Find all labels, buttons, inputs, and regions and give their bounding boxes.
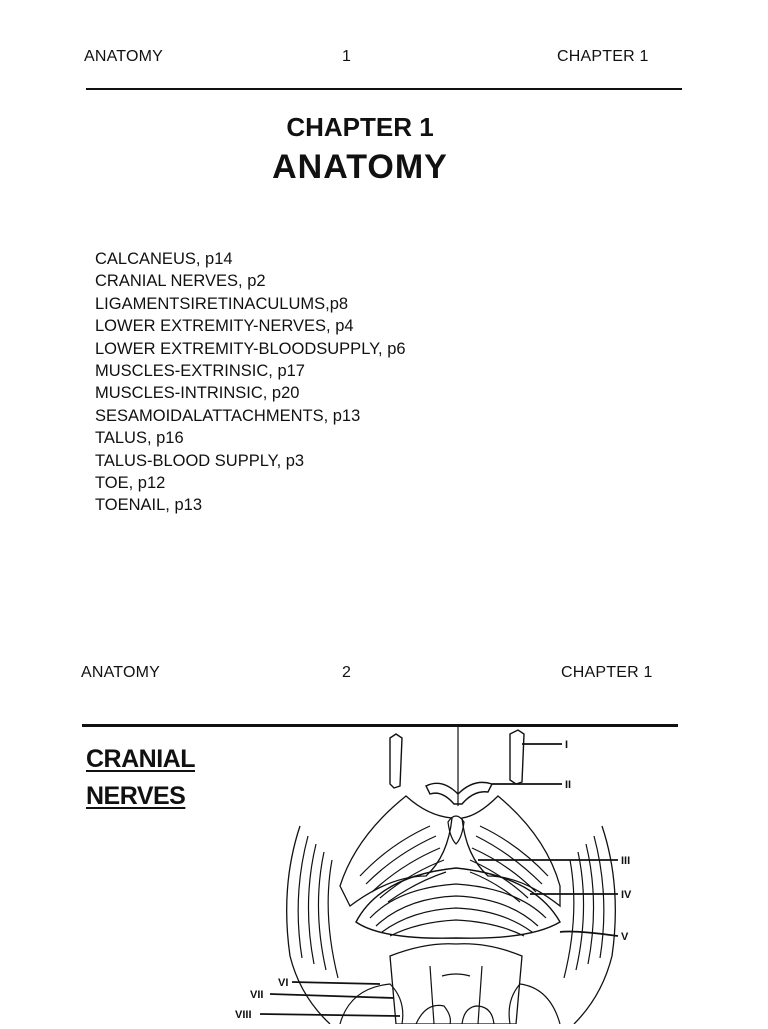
chapter-title: ANATOMY <box>272 148 448 186</box>
label-viii: VIII <box>235 1009 252 1021</box>
toc-item: CRANIAL NERVES, p2 <box>95 272 266 291</box>
toc-item: MUSCLES-INTRINSIC, p20 <box>95 384 300 403</box>
section-title-line1: CRANIAL <box>86 745 196 773</box>
toc-item: MUSCLES-EXTRINSIC, p17 <box>95 362 305 381</box>
label-vii: VII <box>250 989 263 1001</box>
label-i: I <box>565 739 568 751</box>
table-of-contents: CALCANEUS, p14 CRANIAL NERVES, p2 LIGAME… <box>95 248 406 517</box>
label-iii: III <box>621 855 630 867</box>
toc-item: SESAMOIDALATTACHMENTS, p13 <box>95 406 361 425</box>
toc-item: TOE, p12 <box>95 474 166 493</box>
toc-item: TOENAIL, p13 <box>95 496 203 515</box>
toc-item: LOWER EXTREMITY-BLOODSUPPLY, p6 <box>95 339 406 358</box>
toc-item: TALUS-BLOOD SUPPLY, p3 <box>95 451 305 470</box>
page1-header-page-number: 1 <box>342 48 352 65</box>
page2-header-left: ANATOMY <box>81 664 161 681</box>
page2-header-page-number: 2 <box>342 664 352 681</box>
label-ii: II <box>565 779 571 791</box>
toc-item: LOWER EXTREMITY-NERVES, p4 <box>95 317 354 336</box>
page1-header-left: ANATOMY <box>84 48 164 65</box>
toc-item: TALUS, p16 <box>95 429 184 448</box>
label-v: V <box>621 931 629 943</box>
label-iv: IV <box>621 889 632 901</box>
page2-header-right: CHAPTER 1 <box>561 664 653 681</box>
cranial-nerves-figure: I II III IV V VI VII VIII <box>230 726 670 1025</box>
section-title-line2: NERVES <box>86 782 186 810</box>
page1-header-right: CHAPTER 1 <box>557 48 649 65</box>
label-vi: VI <box>278 977 288 989</box>
toc-item: CALCANEUS, p14 <box>95 250 233 268</box>
page2-header-rule <box>82 724 678 727</box>
toc-item: LIGAMENTSIRETINACULUMS,p8 <box>95 294 349 313</box>
chapter-label: CHAPTER 1 <box>286 112 434 142</box>
page1-header-rule <box>86 88 682 90</box>
